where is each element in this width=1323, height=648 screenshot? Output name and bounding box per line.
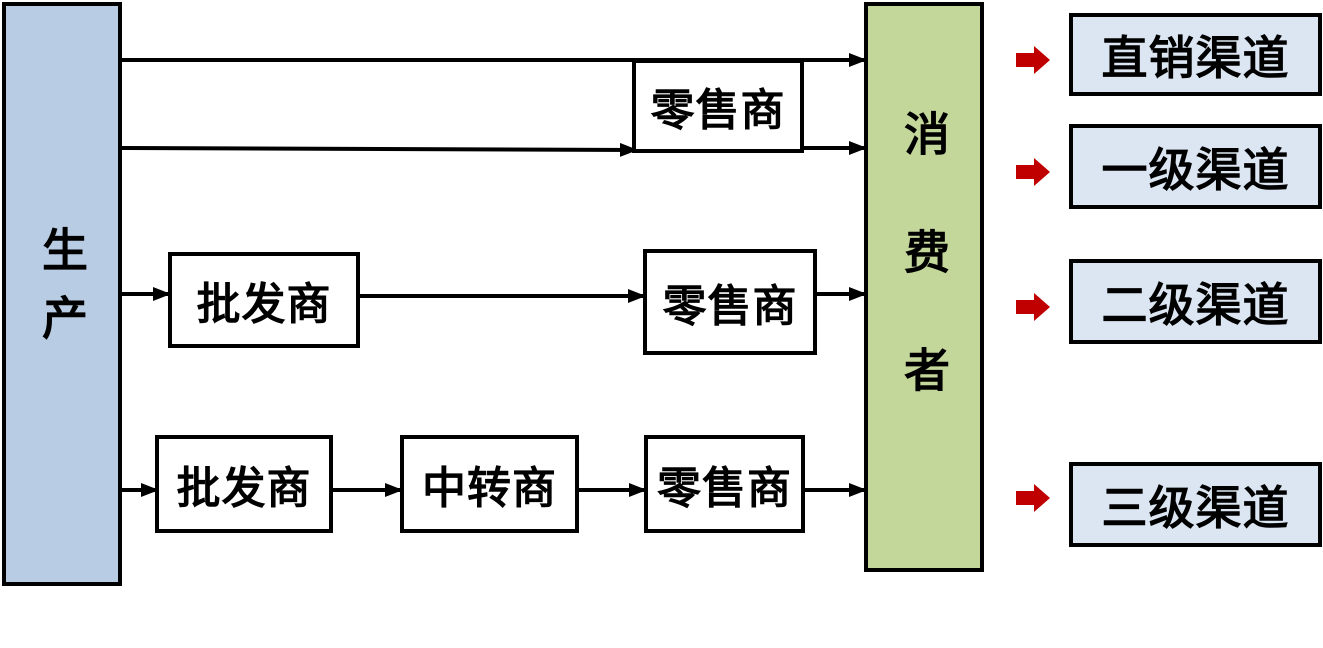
node-label: 零售商 [657,463,792,514]
node-label: 零售商 [662,281,798,332]
channel-label-level1: 一级渠道 [1069,124,1322,209]
level3-channel-pointer-icon [1016,484,1050,512]
producer-box: 生产 [2,2,122,586]
consumer-label: 消费者 [897,110,951,464]
channel-label-level2: 二级渠道 [1069,259,1322,344]
node-label: 中转商 [422,463,557,514]
level1-channel-pointer-icon [1016,158,1050,186]
channel-label-direct: 直销渠道 [1069,13,1322,96]
level1-producer-to-retailer-arrow [119,142,638,157]
level3-middleman-node: 中转商 [400,435,579,533]
node-label: 批发商 [176,463,312,514]
node-label: 批发商 [196,279,332,330]
channel-label-text: 一级渠道 [1101,142,1290,197]
channel-label-text: 三级渠道 [1101,480,1290,535]
level2-retailer-node: 零售商 [643,249,817,355]
channel-label-text: 二级渠道 [1101,277,1290,332]
level2-channel-pointer-icon [1016,293,1050,321]
channel-label-text: 直销渠道 [1101,30,1290,85]
level3-wholesaler-node: 批发商 [155,435,333,533]
node-label: 零售商 [650,85,786,136]
level1-retailer-node: 零售商 [632,59,804,153]
level2-wholesaler-node: 批发商 [168,252,360,348]
producer-label: 生产 [35,226,89,362]
channel-label-level3: 三级渠道 [1069,462,1322,547]
direct-channel-pointer-icon [1016,46,1050,74]
level3-retailer-node: 零售商 [644,435,805,533]
